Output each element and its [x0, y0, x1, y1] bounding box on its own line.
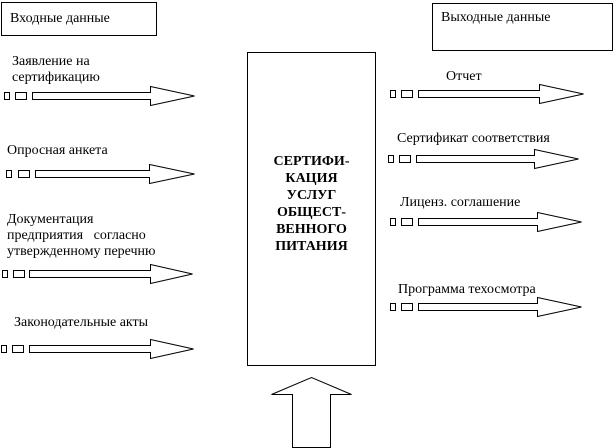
input-arrow-documentation	[2, 263, 193, 285]
output-label-report: Отчет	[446, 69, 482, 84]
input-arrow-application	[4, 85, 195, 107]
input-label-documentation: Документация предприятия согласно утверж…	[7, 212, 156, 259]
input-arrow-questionnaire	[6, 163, 195, 185]
process-box: СЕРТИФИ- КАЦИЯ УСЛУГ ОБЩЕСТ- ВЕННОГО ПИТ…	[247, 52, 376, 366]
output-label-inspection: Программа техосмотра	[398, 282, 536, 297]
input-label-application: Заявление на сертификацию	[12, 54, 100, 85]
process-label: СЕРТИФИ- КАЦИЯ УСЛУГ ОБЩЕСТ- ВЕННОГО ПИТ…	[273, 154, 350, 254]
input-header-label: Входные данные	[10, 11, 110, 26]
output-header-label: Выходные данные	[441, 10, 551, 25]
output-label-license: Лиценз. соглашение	[400, 195, 521, 210]
output-arrow-report	[390, 83, 584, 105]
output-arrow-inspection	[390, 296, 582, 318]
input-arrow-legislation	[1, 338, 194, 360]
output-arrow-certificate	[388, 148, 579, 170]
output-header: Выходные данные	[432, 3, 613, 51]
up-arrow	[271, 376, 352, 448]
output-arrow-license	[390, 211, 582, 233]
output-label-certificate: Сертификат соответствия	[397, 131, 550, 146]
input-label-questionnaire: Опросная анкета	[7, 143, 108, 158]
input-label-legislation: Законодательные акты	[14, 315, 149, 330]
input-header: Входные данные	[1, 2, 157, 36]
